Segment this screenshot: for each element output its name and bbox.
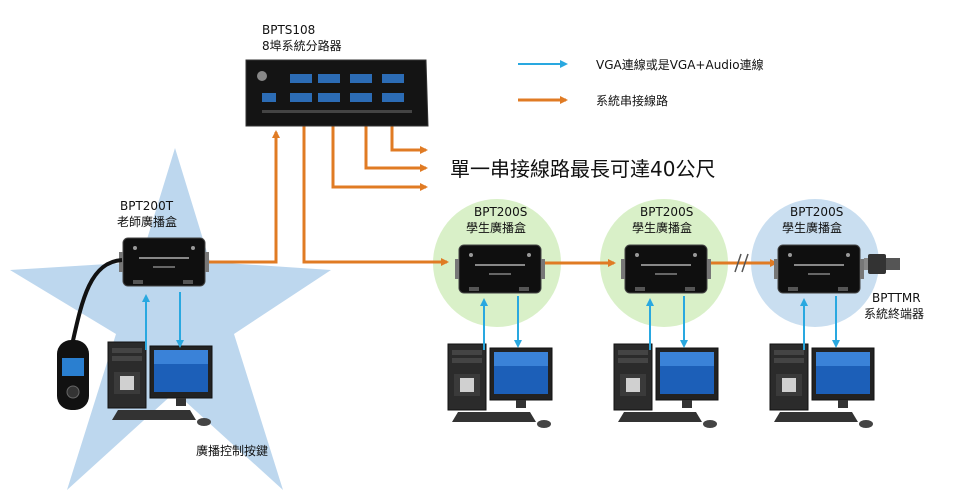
splitter-device xyxy=(245,59,429,127)
student-computer-2 xyxy=(613,343,719,429)
terminator-name: 系統終端器 xyxy=(864,306,924,321)
teacher-box-name: 老師廣播盒 xyxy=(117,214,177,229)
student-box-1-model: BPT200S xyxy=(474,205,527,219)
break-mark xyxy=(734,253,742,273)
max-length-note: 單一串接線路最長可達40公尺 xyxy=(450,157,715,181)
student-box-3-model: BPT200S xyxy=(790,205,843,219)
teacher-box-model: BPT200T xyxy=(120,199,174,213)
student-box-2-name: 學生廣播盒 xyxy=(632,220,692,235)
student-box-2-device xyxy=(620,244,712,294)
student-computer-1 xyxy=(447,343,553,429)
terminator-model: BPTTMR xyxy=(872,291,921,305)
terminator-device xyxy=(864,254,900,274)
student-box-3-name: 學生廣播盒 xyxy=(782,220,842,235)
splitter-name: 8埠系統分路器 xyxy=(262,38,342,53)
teacher-computer xyxy=(107,341,213,427)
legend-chain-label: 系統串接線路 xyxy=(596,93,668,108)
remote-label: 廣播控制按鍵 xyxy=(196,443,268,458)
student-computer-3 xyxy=(769,343,875,429)
star-background xyxy=(10,148,331,490)
legend: VGA連線或是VGA+Audio連線 系統串接線路 xyxy=(518,57,764,108)
splitter-model: BPTS108 xyxy=(262,23,315,37)
teacher-box-device xyxy=(118,237,210,287)
vga-lines xyxy=(142,292,840,350)
legend-vga-label: VGA連線或是VGA+Audio連線 xyxy=(596,57,764,72)
break-mark xyxy=(741,253,749,273)
student-box-1-name: 學生廣播盒 xyxy=(466,220,526,235)
remote-control xyxy=(57,258,123,410)
student-box-2-model: BPT200S xyxy=(640,205,693,219)
student-box-1-device xyxy=(454,244,546,294)
student-box-3-device xyxy=(773,244,865,294)
